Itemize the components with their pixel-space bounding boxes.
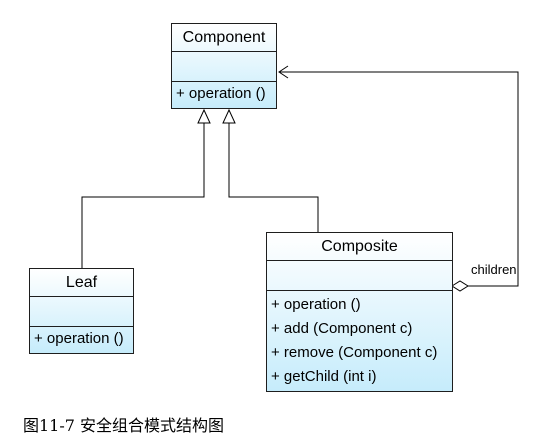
composite-operation: + operation () bbox=[271, 296, 361, 313]
leaf-class-name: Leaf bbox=[30, 269, 133, 297]
composite-operation-getchild: + getChild (int i) bbox=[271, 368, 377, 385]
component-attributes-compartment bbox=[172, 52, 276, 82]
children-aggregation-line bbox=[280, 71, 519, 287]
composite-generalization-line bbox=[228, 123, 319, 232]
composite-generalization-arrowhead bbox=[222, 108, 236, 124]
component-class-box[interactable]: Component + operation () bbox=[171, 23, 277, 109]
composite-operation-add: + add (Component c) bbox=[271, 320, 413, 337]
composite-class-name: Composite bbox=[267, 233, 452, 261]
composite-attributes-compartment bbox=[267, 261, 452, 291]
component-class-name: Component bbox=[172, 24, 276, 52]
composite-operation-remove: + remove (Component c) bbox=[271, 344, 438, 361]
composite-class-box[interactable]: Composite + operation () + add (Componen… bbox=[266, 232, 453, 392]
leaf-attributes-compartment bbox=[30, 297, 133, 327]
component-operation: + operation () bbox=[176, 85, 266, 102]
component-operations-compartment: + operation () bbox=[172, 82, 276, 106]
composite-operations-compartment: + operation () + add (Component c) + rem… bbox=[267, 291, 452, 389]
leaf-operations-compartment: + operation () bbox=[30, 327, 133, 351]
leaf-generalization-arrowhead bbox=[197, 108, 211, 124]
children-aggregation-arrowhead bbox=[278, 65, 289, 79]
children-role-label: children bbox=[471, 262, 517, 277]
leaf-generalization-line bbox=[81, 123, 205, 268]
leaf-operation: + operation () bbox=[34, 330, 124, 347]
aggregation-diamond bbox=[451, 280, 469, 292]
leaf-class-box[interactable]: Leaf + operation () bbox=[29, 268, 134, 354]
figure-caption: 图11-7 安全组合模式结构图 bbox=[23, 416, 225, 435]
